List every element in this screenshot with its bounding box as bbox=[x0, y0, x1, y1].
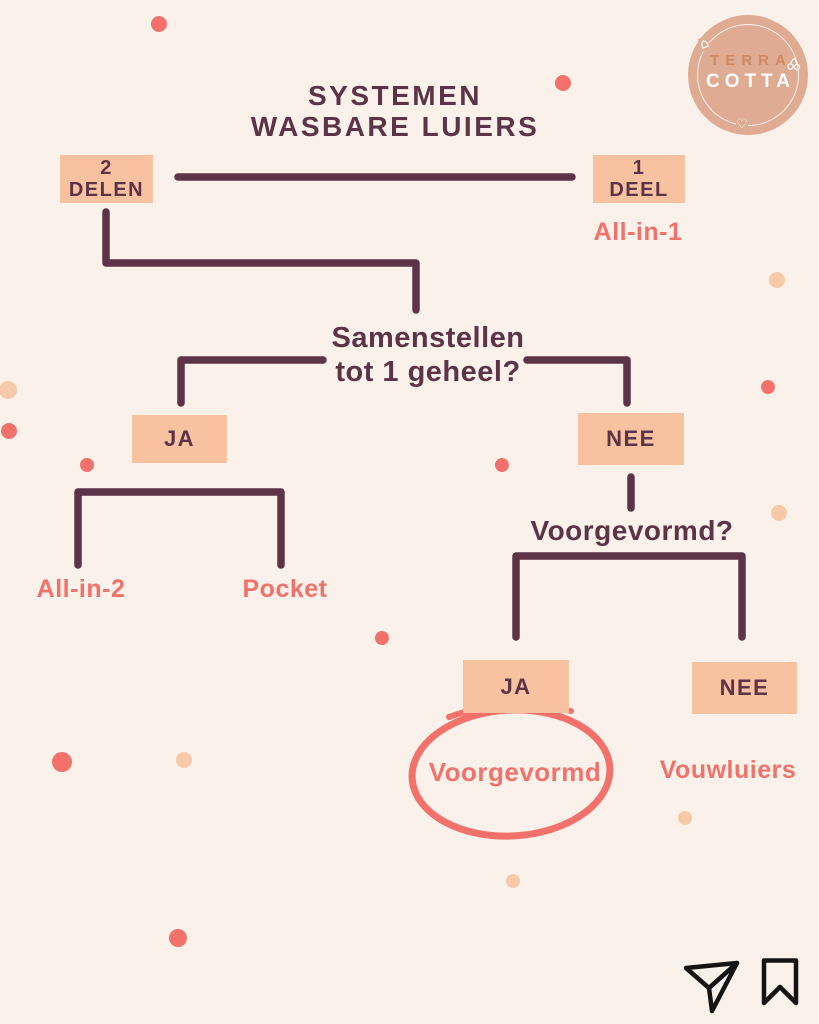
decorative-dot bbox=[0, 381, 17, 399]
label-all-in-2: All-in-2 bbox=[36, 575, 126, 603]
node-nee-1: NEE bbox=[578, 413, 684, 465]
line-ja1-bracket bbox=[74, 488, 285, 569]
line-left-elbow bbox=[102, 208, 420, 314]
node-1-deel-line-2: DEEL bbox=[609, 179, 669, 201]
logo-ring bbox=[697, 24, 799, 126]
page-title: SYSTEMEN WASBARE LUIERS bbox=[251, 80, 540, 142]
question-samenstellen-line-2: tot 1 geheel? bbox=[335, 356, 521, 388]
node-ja-2: JA bbox=[463, 660, 569, 713]
heart-icon: ♡ bbox=[736, 117, 748, 132]
label-vouwluiers: Vouwluiers bbox=[659, 756, 797, 784]
decorative-dot bbox=[769, 272, 785, 288]
node-nee-2-label: NEE bbox=[719, 675, 770, 700]
decorative-dot bbox=[1, 423, 17, 439]
line-q2-bracket bbox=[512, 552, 746, 641]
page-title-line-1: SYSTEMEN bbox=[307, 80, 483, 111]
bookmark-icon[interactable] bbox=[761, 958, 799, 1006]
decorative-dot bbox=[495, 458, 509, 472]
house-icon: ⌂ bbox=[697, 34, 712, 54]
node-2-delen-line-1: 2 bbox=[100, 157, 113, 179]
decorative-dot bbox=[771, 505, 787, 521]
node-1-deel-line-1: 1 bbox=[632, 157, 646, 179]
decorative-dot bbox=[506, 874, 520, 888]
decorative-dot bbox=[678, 811, 692, 825]
decorative-dot bbox=[80, 458, 94, 472]
line-q1-yes bbox=[177, 356, 327, 407]
node-nee-2: NEE bbox=[692, 662, 797, 714]
label-voorgevormd: Voorgevormd bbox=[428, 757, 602, 787]
decorative-dot bbox=[151, 16, 167, 32]
node-2-delen: 2 DELEN bbox=[60, 155, 153, 203]
decorative-dot bbox=[761, 380, 775, 394]
decorative-dot bbox=[169, 929, 187, 947]
node-ja-2-label: JA bbox=[500, 673, 532, 699]
node-ja-1: JA bbox=[132, 415, 227, 463]
question-samenstellen: Samenstellen tot 1 geheel? bbox=[332, 321, 525, 389]
line-q1-no bbox=[523, 356, 631, 407]
node-nee-1-label: NEE bbox=[606, 426, 656, 451]
label-all-in-1: All-in-1 bbox=[593, 218, 683, 246]
question-samenstellen-line-1: Samenstellen bbox=[331, 322, 525, 354]
cherries-icon bbox=[787, 57, 801, 71]
decorative-dot bbox=[52, 752, 72, 772]
question-voorgevormd: Voorgevormd? bbox=[530, 515, 734, 546]
brand-logo: TERRA COTTA ⌂ ♡ bbox=[688, 15, 808, 135]
label-pocket: Pocket bbox=[242, 575, 328, 603]
decorative-dot bbox=[176, 752, 192, 768]
decorative-dot bbox=[375, 631, 389, 645]
decorative-dot bbox=[555, 75, 571, 91]
node-1-deel: 1 DEEL bbox=[593, 155, 685, 203]
node-2-delen-line-2: DELEN bbox=[68, 179, 145, 201]
page-title-line-2: WASBARE LUIERS bbox=[250, 111, 540, 142]
node-ja-1-label: JA bbox=[163, 426, 196, 451]
send-icon[interactable] bbox=[683, 958, 743, 1016]
